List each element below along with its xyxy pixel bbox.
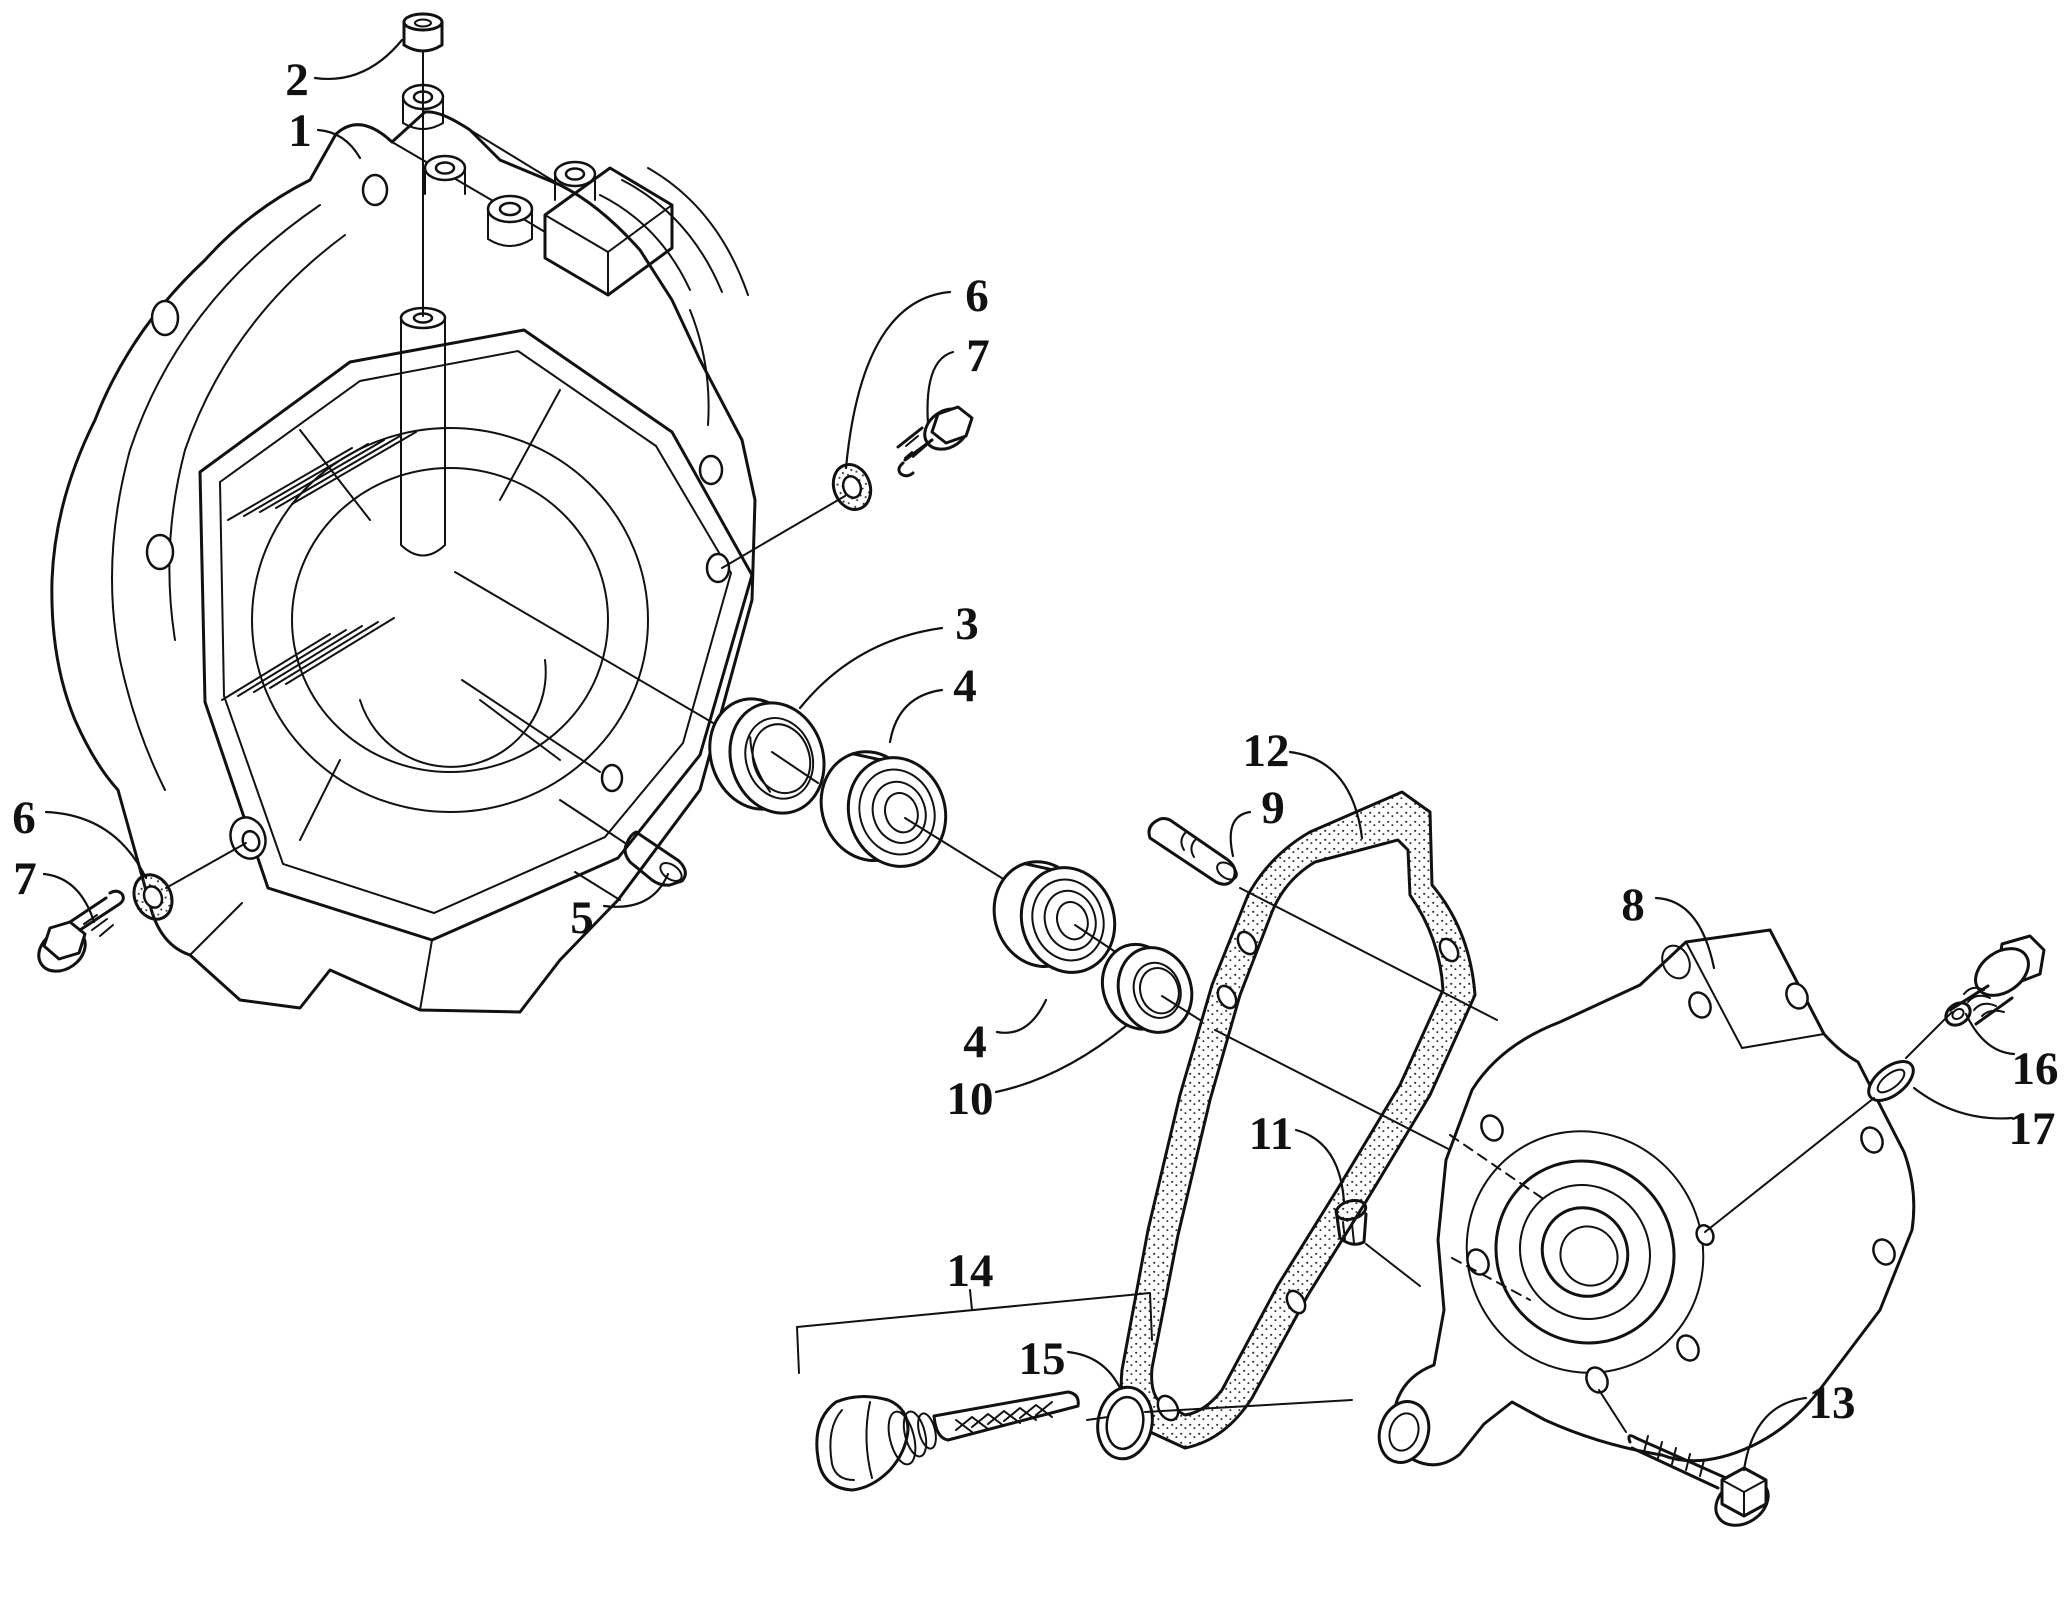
callout-4b: 4 [963,1016,987,1068]
part-cap [402,12,444,317]
callout-14: 14 [947,1245,994,1297]
part-crankcase-illustration [50,83,757,1014]
callout-6-left: 6 [12,792,36,844]
part-gasket [1119,790,1477,1450]
callout-13: 13 [1809,1377,1856,1429]
callout-16: 16 [2012,1043,2059,1095]
part-bearing-front [819,750,948,868]
part-crankcase-cover [1377,928,1916,1467]
callout-12: 12 [1243,725,1290,777]
callout-1: 1 [288,105,312,157]
part-bolt-cover [1627,1434,1770,1527]
callout-5: 5 [570,892,594,944]
callout-3: 3 [955,598,979,650]
callout-10: 10 [947,1073,994,1125]
callout-6-top: 6 [965,270,989,322]
callout-4a: 4 [953,660,977,712]
callout-7-top: 7 [966,330,990,382]
part-seal-washer [1867,1060,1915,1102]
axis-guide-lines [454,571,733,773]
part-oil-seal [708,697,826,815]
part-bolt-top [896,405,974,478]
callout-labels: 1 2 3 4 4 5 6 7 6 7 8 9 10 11 12 13 14 1… [12,54,2058,1429]
part-seal-small [1100,942,1194,1034]
part-stud-pin [1147,817,1238,886]
part-plug [1334,1198,1368,1246]
leader-lines [42,38,2016,1472]
callout-15: 15 [1019,1333,1066,1385]
bracket-14 [796,1289,1153,1374]
callout-8: 8 [1621,879,1645,931]
callout-17: 17 [2009,1103,2056,1155]
hatch-ribs [221,431,417,701]
part-drain-plug [1944,934,2046,1027]
callout-9: 9 [1261,782,1285,834]
callout-7-left: 7 [13,853,37,905]
callout-2: 2 [285,54,309,106]
top-bosses [401,83,597,247]
part-washer-top [831,463,873,511]
part-dipstick [815,1390,1080,1492]
part-bearing-rear [992,860,1117,974]
part-washer-left [132,873,174,921]
part-bolt-left [37,889,125,973]
callout-11: 11 [1249,1108,1293,1160]
